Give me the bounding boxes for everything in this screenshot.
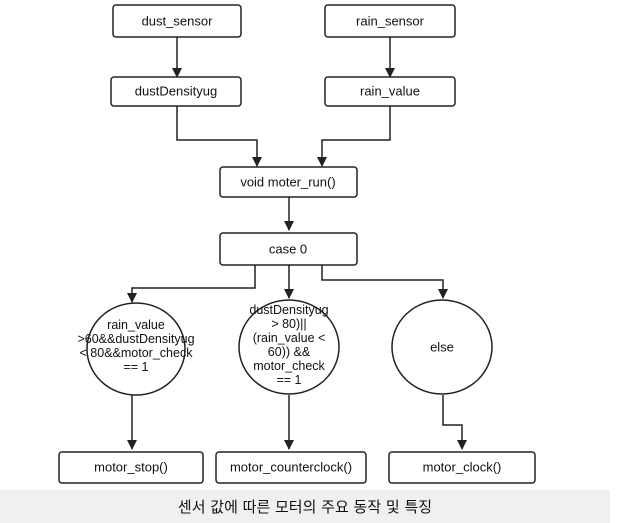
- cond2-line: 60)) &&: [268, 345, 311, 359]
- cond2-line: == 1: [276, 373, 301, 387]
- edge-value-to-moter-run: [317, 106, 391, 167]
- node-motor-stop-label: motor_stop(): [94, 460, 168, 475]
- node-motor-clock-box: [388, 451, 536, 484]
- node-cond3-circle: [391, 299, 493, 395]
- edge-case0-to-cond1: [127, 265, 256, 303]
- node-cond2-circle: [238, 299, 340, 395]
- node-dust-sensor-box: [112, 4, 242, 38]
- node-dust-density-label: dustDensityug: [135, 84, 217, 99]
- node-dust-sensor-label: dust_sensor: [142, 14, 213, 29]
- node-dust-density-box: [110, 76, 242, 107]
- cond3-line: else: [430, 340, 454, 355]
- node-rain-sensor-box: [324, 4, 456, 38]
- cond2-line: dustDensityug: [249, 303, 328, 317]
- node-cond1-circle: [86, 302, 186, 396]
- figure-caption: 센서 값에 따른 모터의 주요 동작 및 특징: [0, 490, 610, 523]
- cond1-line: rain_value: [107, 318, 165, 332]
- node-rain-sensor-label: rain_sensor: [356, 14, 425, 29]
- cond1-line: >60&&dustDensityug: [77, 332, 194, 346]
- node-motor-counterclock-label: motor_counterclock(): [230, 460, 352, 475]
- cond2-line: (rain_value <: [253, 331, 326, 345]
- node-motor-stop-box: [58, 451, 204, 484]
- node-moter-run-box: [219, 166, 358, 198]
- node-rain-value-label: rain_value: [360, 84, 420, 99]
- edge-cond3-to-motor-clock: [442, 395, 467, 450]
- node-case0-label: case 0: [269, 242, 307, 257]
- node-motor-counterclock-box: [215, 451, 367, 484]
- node-cond3-text: else: [430, 340, 454, 355]
- node-moter-run-label: void moter_run(): [240, 175, 335, 190]
- flowchart: dust_sensor rain_sensor dustDensityug ra…: [58, 4, 536, 484]
- cond2-line: motor_check: [253, 359, 325, 373]
- edge-density-to-moter-run: [176, 106, 262, 167]
- cond1-line: == 1: [123, 360, 148, 374]
- cond2-line: > 80)||: [271, 317, 306, 331]
- node-cond1-text: rain_value>60&&dustDensityug< 80&&motor_…: [77, 318, 194, 374]
- node-motor-clock-label: motor_clock(): [423, 460, 502, 475]
- node-rain-value-box: [324, 76, 456, 107]
- edge-case0-to-cond3: [321, 265, 448, 299]
- cond1-line: < 80&&motor_check: [80, 346, 194, 360]
- node-case0-box: [219, 232, 358, 266]
- node-cond2-text: dustDensityug> 80)||(rain_value <60)) &&…: [249, 303, 328, 387]
